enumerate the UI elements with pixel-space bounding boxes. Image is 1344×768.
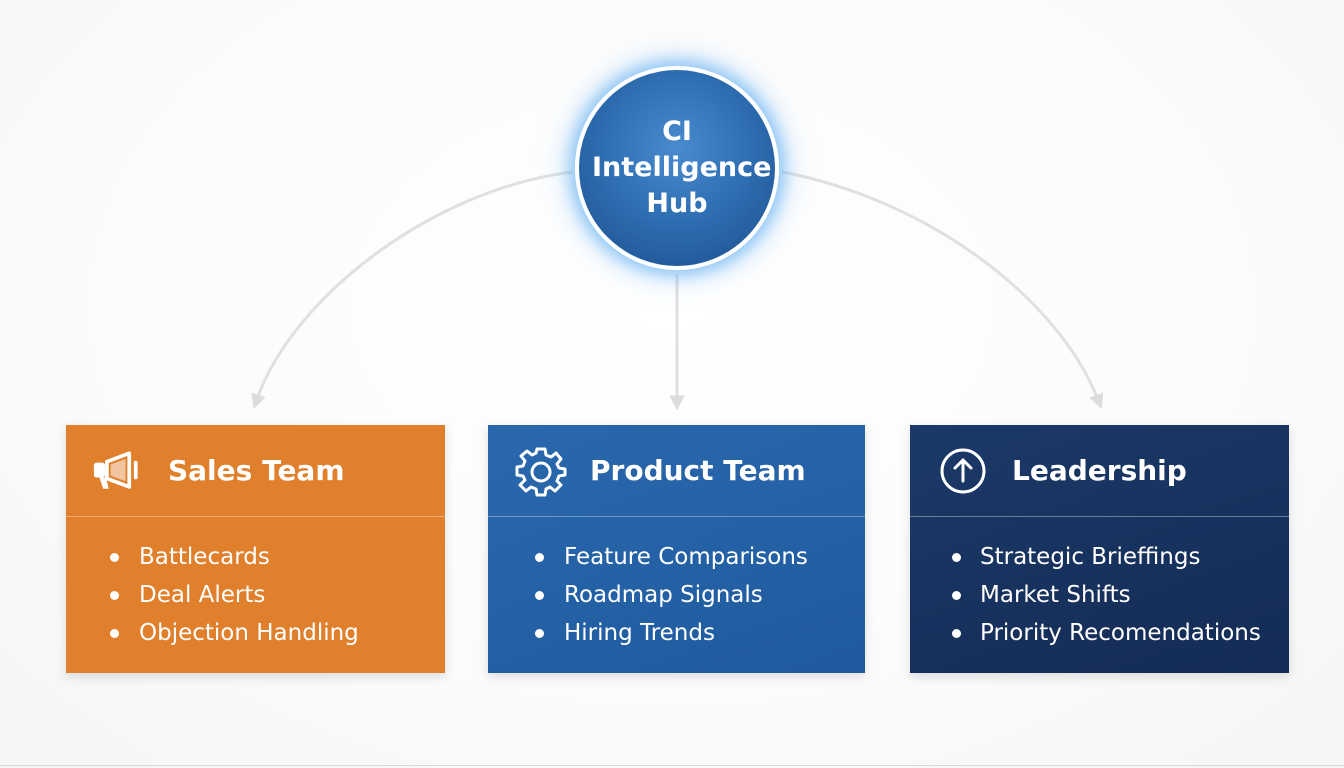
- list-item-label: Objection Handling: [139, 620, 359, 646]
- card-title: Product Team: [590, 454, 806, 487]
- card-header: Sales Team: [66, 425, 445, 517]
- hub-node: CI Intelligence Hub: [575, 66, 779, 270]
- hub-title: CI Intelligence Hub: [592, 116, 772, 219]
- card-item-list: Strategic Brieffings Market Shifts Prior…: [910, 517, 1289, 652]
- bullet: [535, 629, 544, 638]
- connector-right: [781, 170, 1104, 410]
- list-item-label: Battlecards: [139, 544, 270, 570]
- bullet: [110, 591, 119, 600]
- megaphone-icon: [92, 444, 146, 498]
- list-item-label: Strategic Brieffings: [980, 544, 1201, 570]
- list-item-label: Market Shifts: [980, 582, 1131, 608]
- card-header: Leadership: [910, 425, 1289, 517]
- bullet: [952, 553, 961, 562]
- card-leadership: Leadership Strategic Brieffings Market S…: [910, 425, 1289, 673]
- list-item: Hiring Trends: [488, 614, 865, 652]
- bullet: [110, 553, 119, 562]
- bullet: [535, 553, 544, 562]
- list-item: Strategic Brieffings: [910, 538, 1289, 576]
- bullet: [952, 591, 961, 600]
- card-item-list: Feature Comparisons Roadmap Signals Hiri…: [488, 517, 865, 652]
- bullet: [110, 629, 119, 638]
- list-item: Deal Alerts: [66, 576, 445, 614]
- bottom-divider: [0, 765, 1344, 766]
- gear-icon: [514, 444, 568, 498]
- card-sales-team: Sales Team Battlecards Deal Alerts Objec…: [66, 425, 445, 673]
- connector-left: [251, 170, 573, 410]
- list-item-label: Feature Comparisons: [564, 544, 808, 570]
- list-item-label: Roadmap Signals: [564, 582, 763, 608]
- list-item: Market Shifts: [910, 576, 1289, 614]
- card-item-list: Battlecards Deal Alerts Objection Handli…: [66, 517, 445, 652]
- card-title: Sales Team: [168, 454, 345, 487]
- bullet: [535, 591, 544, 600]
- bullet: [952, 629, 961, 638]
- card-product-team: Product Team Feature Comparisons Roadmap…: [488, 425, 865, 673]
- list-item: Priority Recomendations: [910, 614, 1289, 652]
- list-item-label: Hiring Trends: [564, 620, 715, 646]
- list-item-label: Deal Alerts: [139, 582, 266, 608]
- list-item: Battlecards: [66, 538, 445, 576]
- list-item-label: Priority Recomendations: [980, 620, 1261, 646]
- list-item: Roadmap Signals: [488, 576, 865, 614]
- list-item: Objection Handling: [66, 614, 445, 652]
- card-title: Leadership: [1012, 454, 1187, 487]
- arrow-up-circle-icon: [936, 444, 990, 498]
- card-header: Product Team: [488, 425, 865, 517]
- list-item: Feature Comparisons: [488, 538, 865, 576]
